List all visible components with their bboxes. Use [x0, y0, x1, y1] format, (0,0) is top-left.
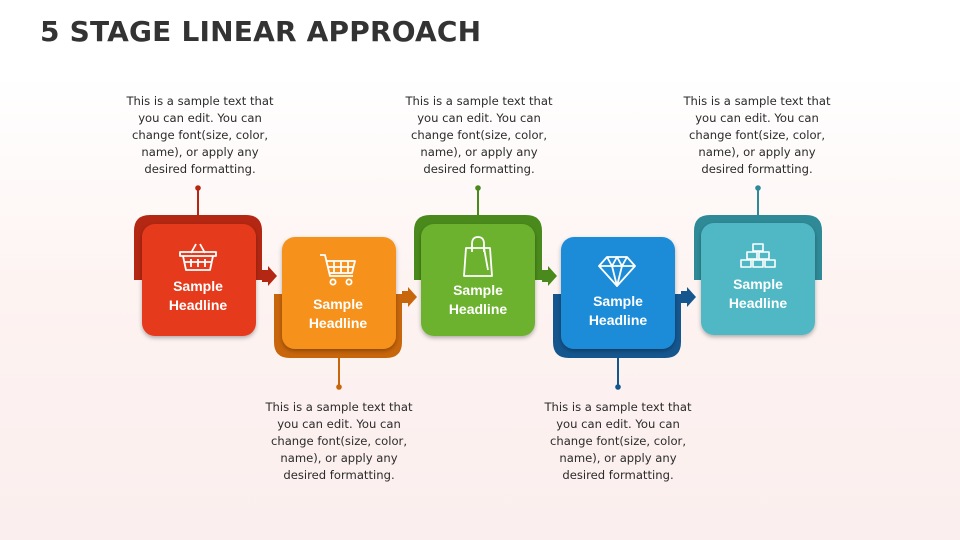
stage-2: Sample Headline	[274, 237, 417, 390]
stage-1-headline-line1: Sample	[173, 278, 223, 294]
stage-3-headline-line1: Sample	[453, 282, 503, 298]
stage-4-arrowhead	[687, 287, 696, 307]
stage-1-description: This is a sample text that you can edit.…	[126, 94, 274, 176]
stage-2-headline-line2: Headline	[309, 315, 368, 331]
gold-bars-icon	[740, 243, 776, 268]
stage-4-connector-dot	[615, 384, 621, 390]
stage-1: Sample Headline	[134, 185, 277, 336]
stage-1-arrowhead	[268, 266, 277, 286]
stage-2-arrowhead	[408, 287, 417, 307]
basket-icon	[179, 243, 217, 271]
stage-5-card	[701, 223, 815, 335]
stage-1-connector-dot	[195, 185, 201, 191]
stage-4-headline-line2: Headline	[589, 312, 648, 328]
stage-3-connector-dot	[475, 185, 481, 191]
stage-3-description: This is a sample text that you can edit.…	[405, 94, 553, 176]
shopping-bag-icon	[463, 236, 493, 277]
stage-3-arrowhead	[548, 266, 557, 286]
diamond-icon	[598, 256, 636, 287]
stage-5-connector-dot	[755, 185, 761, 191]
stage-5-description: This is a sample text that you can edit.…	[683, 94, 831, 176]
stage-1-card	[142, 224, 256, 336]
stage-4-description: This is a sample text that you can edit.…	[544, 400, 692, 482]
stage-5-headline-line2: Headline	[729, 295, 788, 311]
stage-2-description: This is a sample text that you can edit.…	[265, 400, 413, 482]
stage-3-headline-line2: Headline	[449, 301, 508, 317]
stage-1-headline-line2: Headline	[169, 297, 228, 313]
stage-2-connector-dot	[336, 384, 342, 390]
slide-title: 5 STAGE LINEAR APPROACH	[40, 15, 482, 48]
shopping-cart-icon	[320, 254, 356, 286]
stage-5-headline-line1: Sample	[733, 276, 783, 292]
stage-4: Sample Headline	[553, 237, 696, 390]
stage-4-card	[561, 237, 675, 349]
stage-2-card	[282, 237, 396, 349]
stage-2-headline-line1: Sample	[313, 296, 363, 312]
stage-3-card	[421, 224, 535, 336]
stage-4-headline-line1: Sample	[593, 293, 643, 309]
stage-3: Sample Headline	[414, 185, 557, 336]
stage-5: Sample Headline	[694, 185, 822, 335]
